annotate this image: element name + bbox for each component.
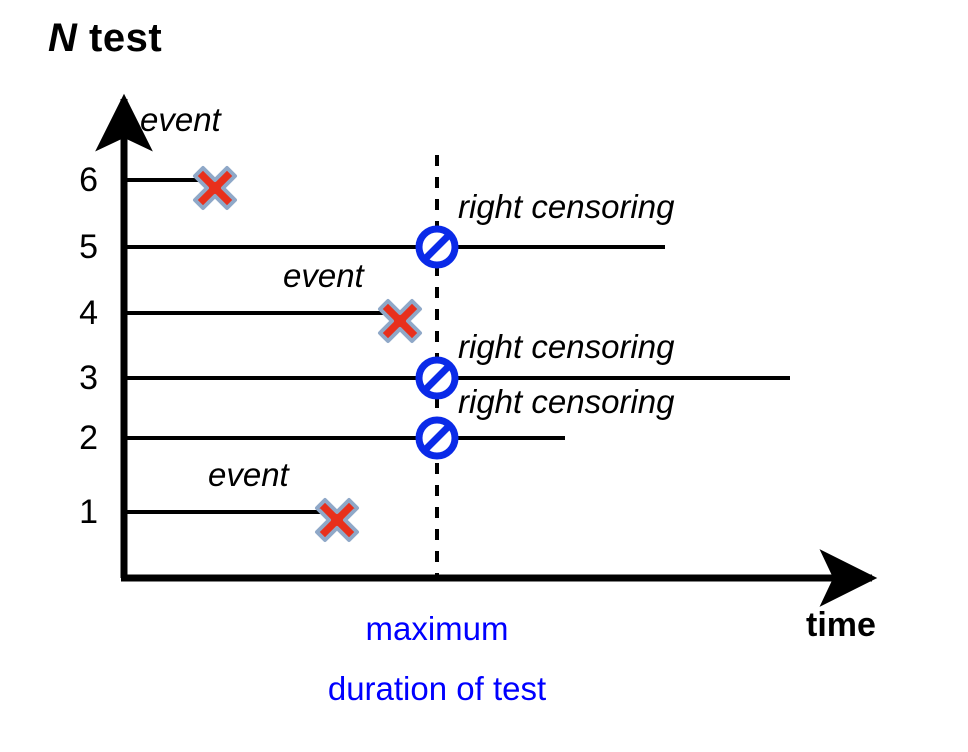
event-label-subject-6: event — [140, 101, 221, 138]
y-tick-2: 2 — [79, 419, 98, 457]
right-censoring-label-subject-3: right censoring — [458, 328, 675, 365]
event-marker-subject-6 — [193, 166, 237, 210]
y-tick-4: 4 — [79, 294, 98, 332]
event-marker-subject-4 — [378, 299, 422, 343]
censoring-marker-subject-3 — [415, 356, 459, 400]
y-tick-6: 6 — [79, 161, 98, 199]
max-duration-caption-line1: maximum — [365, 610, 509, 647]
max-duration-caption-line2: duration of test — [327, 670, 547, 707]
y-tick-5: 5 — [79, 228, 98, 266]
censoring-marker-subject-2 — [415, 416, 459, 460]
event-marker-subject-1 — [315, 498, 359, 542]
event-label-subject-1: event — [208, 456, 289, 493]
y-axis-title-symbol: N — [48, 16, 78, 60]
page-title: N test — [48, 18, 162, 58]
censoring-marker-subject-5 — [415, 225, 459, 269]
y-axis-title-word: test — [77, 16, 163, 60]
event-label-subject-4: event — [283, 257, 364, 294]
right-censoring-label-subject-5: right censoring — [458, 188, 675, 225]
x-axis-title: time — [806, 606, 876, 644]
y-tick-1: 1 — [79, 493, 98, 531]
y-tick-3: 3 — [79, 359, 98, 397]
right-censoring-label-subject-2: right censoring — [458, 383, 675, 420]
